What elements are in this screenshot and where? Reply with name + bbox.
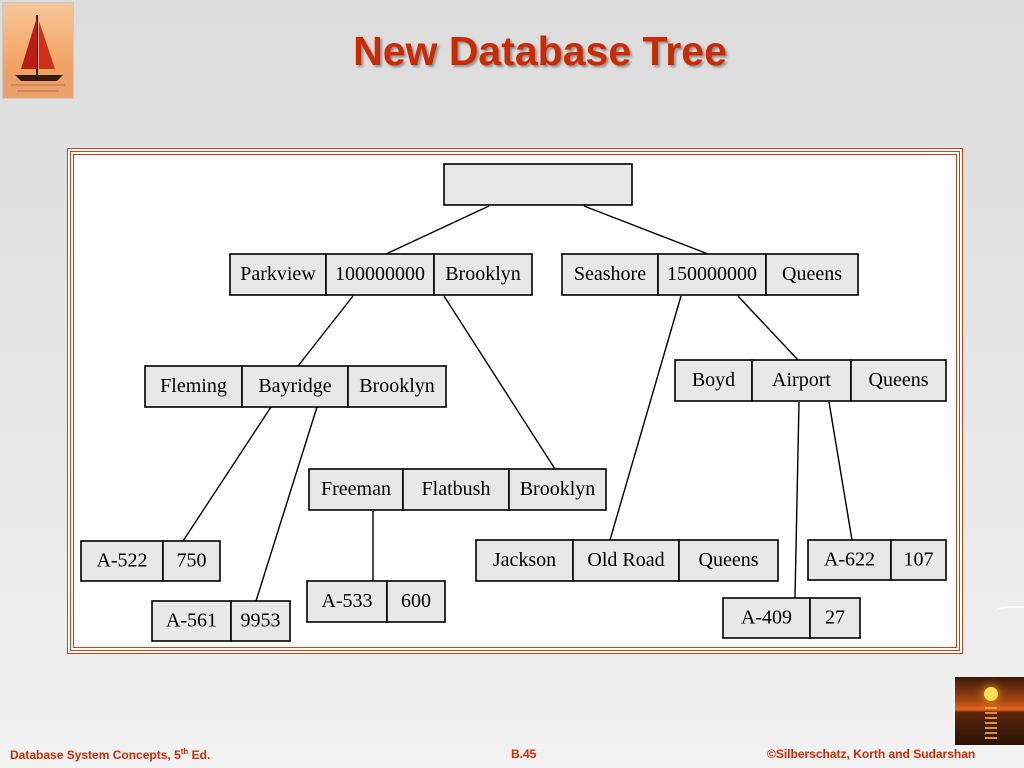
node-cell (402, 468, 510, 511)
node-cell-text: Brooklyn (520, 478, 596, 500)
tree-edge (828, 401, 853, 541)
node-cell (386, 580, 446, 623)
node-cell (347, 365, 447, 408)
node-cell-text: A-561 (166, 610, 217, 632)
node-cell (306, 580, 388, 623)
footer-copyright: ©Silberschatz, Korth and Sudarshan (767, 747, 976, 761)
node-cell-text: Parkview (240, 263, 316, 285)
node-cell-text: Queens (782, 263, 842, 285)
node-cell-text: Bayridge (258, 375, 331, 397)
node-cell-text: Freeman (321, 478, 391, 500)
node-cell (229, 253, 327, 296)
account-node-a522: A-522 750 (80, 540, 221, 582)
node-cell (751, 359, 852, 402)
tree-edge (182, 406, 272, 542)
node-cell (657, 253, 767, 296)
node-cell (765, 253, 859, 296)
node-cell-text: 27 (825, 607, 845, 629)
node-cell (890, 539, 947, 581)
node-cell-text: A-522 (96, 550, 147, 572)
tree-edge (583, 205, 709, 255)
footer-book-title: Database System Concepts, 5th Ed. (10, 747, 210, 762)
node-cell (443, 163, 633, 206)
node-cell (433, 253, 533, 296)
node-cell-text: 100000000 (335, 263, 425, 285)
tree-edge (609, 295, 682, 541)
node-cell-text: 750 (177, 550, 207, 572)
node-cell (241, 365, 349, 408)
customer-node-fleming: Fleming Bayridge Brooklyn (144, 365, 447, 408)
slide-title: New Database Tree (353, 28, 727, 74)
node-cell (809, 597, 861, 639)
node-cell-text: Old Road (587, 549, 664, 571)
node-cell-text: Airport (772, 369, 831, 391)
node-cell (678, 539, 779, 582)
node-cell (325, 253, 435, 296)
node-cell (561, 253, 659, 296)
footer-edition-text: Ed. (188, 748, 211, 762)
decorative-swoosh (996, 606, 1024, 616)
node-cell-text: A-533 (321, 590, 372, 612)
node-cell (308, 468, 404, 511)
node-cell-text: Queens (869, 369, 929, 391)
node-cell-text: 107 (904, 549, 934, 571)
sunset-image (955, 677, 1024, 745)
footer-edition-sup: th (180, 747, 189, 756)
sun-icon (984, 687, 998, 701)
footer-book-title-text: Database System Concepts, 5 (10, 748, 181, 762)
node-cell (144, 365, 243, 408)
account-node-a533: A-533 600 (306, 580, 446, 623)
tree-edge (297, 295, 354, 367)
branch-node-parkview: Parkview 100000000 Brooklyn (229, 253, 533, 296)
node-cell (572, 539, 680, 582)
node-cell (850, 359, 947, 402)
sailboat-logo-icon (2, 2, 74, 99)
tree-edge (385, 205, 490, 255)
node-cell-text: Fleming (160, 375, 227, 397)
node-cell-text: Jackson (493, 549, 556, 571)
node-cell-text: Brooklyn (359, 375, 435, 397)
account-node-a409: A-409 27 (722, 597, 861, 639)
node-cell-text: 600 (401, 590, 431, 612)
customer-node-jackson: Jackson Old Road Queens (475, 539, 779, 582)
tree-edge (794, 401, 800, 599)
node-cell-text: Seashore (574, 263, 646, 285)
node-cell-text: 150000000 (667, 263, 757, 285)
root-node (443, 163, 633, 206)
node-cell (508, 468, 607, 511)
node-cell-text: Queens (699, 549, 759, 571)
sun-reflection (985, 707, 997, 741)
node-cell (230, 600, 291, 642)
customer-node-boyd: Boyd Airport Queens (674, 359, 947, 402)
node-cell-text: A-622 (824, 549, 875, 571)
node-cell-text: Boyd (692, 369, 735, 391)
node-cell (162, 540, 221, 582)
branch-node-seashore: Seashore 150000000 Queens (561, 253, 859, 296)
account-node-a622: A-622 107 (807, 539, 947, 581)
tree-edge (255, 406, 318, 602)
customer-node-freeman: Freeman Flatbush Brooklyn (308, 468, 607, 511)
footer-slide-number: B.45 (511, 747, 537, 761)
node-cell-text: Brooklyn (445, 263, 521, 285)
account-node-a561: A-561 9953 (151, 600, 291, 642)
tree-edge (737, 295, 799, 361)
tree-edge (443, 295, 556, 470)
node-cell-text: 9953 (241, 610, 281, 632)
node-cell-text: Flatbush (422, 478, 491, 500)
node-cell-text: A-409 (741, 607, 792, 629)
node-cell (475, 539, 574, 582)
